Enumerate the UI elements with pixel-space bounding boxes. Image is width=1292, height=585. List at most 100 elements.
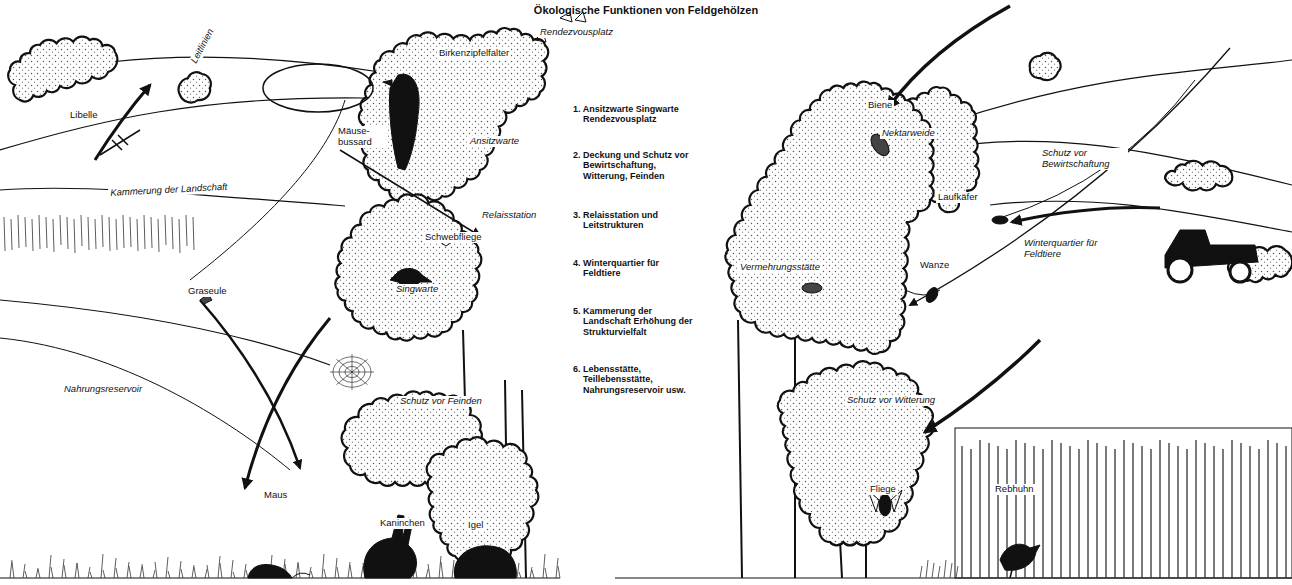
corn-stalk [988,443,989,578]
illustration-label: Libelle [68,110,99,121]
illustration-label: Birkenzipfelfalter [437,48,511,59]
grass [179,561,183,578]
ground-beetle [992,216,1008,224]
corn-stalk [1078,449,1079,578]
corn-stalk [1132,443,1133,578]
field-stalk [18,215,19,248]
illustration-label: Vermehrungsstätte [738,262,822,273]
illustration-label: Winterquartier für Feldtiere [1022,238,1122,260]
grass [140,564,144,578]
grass [205,565,209,578]
corn-field [955,428,1292,578]
illustration-label: Fliege [868,484,898,495]
hedgehog [454,546,516,578]
grass [944,560,946,578]
field-stalk [53,219,54,252]
grass [556,558,560,578]
field-stalk [172,217,173,249]
illustration-label: Ansitzwarte [468,136,521,147]
illustration-label: Nahrungsreservoir [62,384,144,395]
grass [62,559,66,578]
field-stalk [11,219,12,250]
field-stalk [81,215,82,246]
corn-stalk [997,446,998,578]
illustration-label: Schwebfliege [423,232,484,243]
field-stalk [95,219,96,249]
grass [166,557,170,578]
tree-crown [725,82,933,354]
tree-crown [8,37,117,102]
grass [49,555,53,578]
corn-stalk [970,449,971,578]
grass [926,560,928,578]
field-stalk [186,215,187,246]
illustration-label: Igel [466,520,485,531]
illustration-label: Biene [866,100,894,111]
grass [322,554,326,578]
nest-insect [802,283,822,293]
grass [439,556,443,578]
corn-stalk [1105,446,1106,578]
corn-stalk [1240,443,1241,578]
field-stalk [39,215,40,249]
field-stalk [165,215,166,245]
field-stalk [158,219,159,252]
grass [426,564,430,578]
field-stalk [25,217,26,247]
illustration-label: Schutz vor Witterung [845,395,937,406]
grass [335,558,339,578]
illustration-label: Rendezvousplatz [538,27,615,38]
grass [127,562,131,578]
field-stalk [67,217,68,249]
corn-stalk [961,446,962,578]
illustration-label: Mäuse- bussard [336,126,386,148]
field-stalk [46,217,47,248]
corn-stalk [1069,446,1070,578]
tractor-wheel [1230,262,1250,282]
grass [192,565,196,578]
corn-stalk [1195,440,1196,578]
illustration-label: Relaisstation [480,210,538,221]
grass [36,568,40,578]
corn-stalk [1267,440,1268,578]
field-stalk [137,219,138,251]
illustration-label: Wanze [918,260,951,271]
field-stalk [179,219,180,253]
corn-stalk [1222,449,1223,578]
field-stalk [109,217,110,251]
grass [114,558,118,578]
mouse [248,565,292,579]
spider-web [345,366,359,377]
illustration-label: Maus [262,490,289,501]
field-stalk [88,217,89,250]
field-stalk [193,217,194,250]
tree-crown [179,72,211,102]
grass [938,566,940,578]
bug [924,286,941,305]
field-stalk [74,219,75,253]
grass [10,560,14,578]
partridge-leg [1010,570,1012,578]
corn-stalk [1051,440,1052,578]
illustration-label: Rebhuhn [993,484,1036,495]
corn-stalk [1177,446,1178,578]
corn-stalk [1213,446,1214,578]
grass [517,563,521,578]
mouse-tail [292,573,310,578]
corn-stalk [1186,449,1187,578]
corn-stalk [1123,440,1124,578]
fly [879,494,891,516]
illustration-label: Laufkäfer [936,192,980,203]
field-stalk [60,215,61,245]
grass [231,560,235,578]
grass [244,564,248,578]
function-list-item: 4. Winterquartier für Feldtiere [572,258,697,279]
corn-stalk [1285,446,1286,578]
spider-web [339,362,365,383]
dragonfly [100,130,140,155]
corn-stalk [1150,449,1151,578]
grass [950,563,952,578]
spider-web [333,357,371,387]
tree-crown [427,437,539,563]
grass [153,562,157,578]
